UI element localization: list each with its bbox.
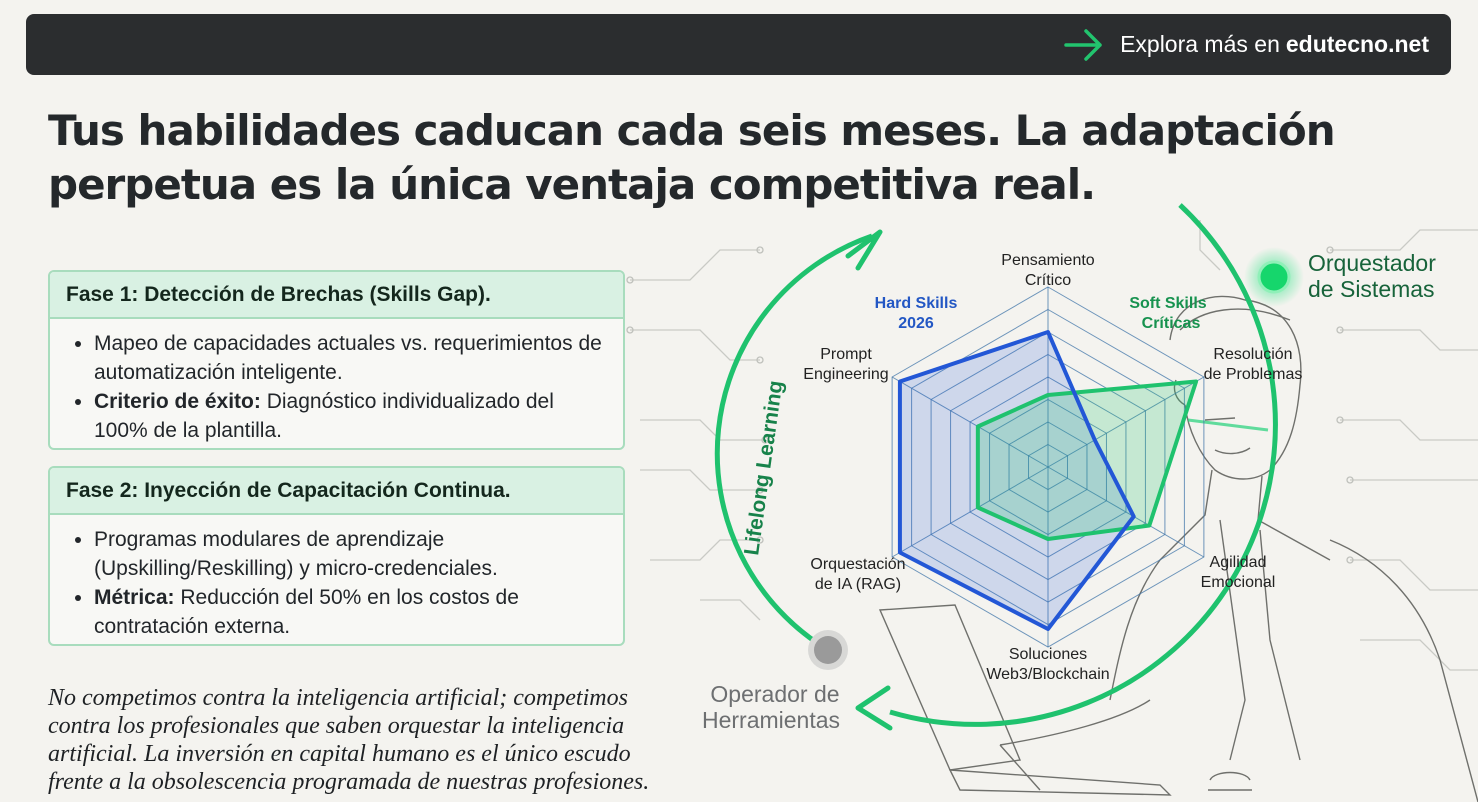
radar-series — [897, 330, 1199, 631]
operator-node — [814, 636, 842, 664]
page-title-part2: ventaja competitiva real. — [525, 160, 1096, 209]
radar-axis-label-line2: de IA (RAG) — [815, 576, 901, 593]
orchestrator-label-line1: Orquestador — [1308, 250, 1436, 276]
phase-2-card: Fase 2: Inyección de Capacitación Contin… — [48, 466, 625, 646]
radar-axis-label-line1: Agilidad — [1210, 554, 1267, 571]
orchestrator-label-line2: de Sistemas — [1308, 276, 1435, 302]
person-illustration — [999, 295, 1478, 802]
list-item-text: Programas modulares de aprendizaje (Upsk… — [94, 528, 498, 580]
list-item: Programas modulares de aprendizaje (Upsk… — [94, 525, 607, 583]
learning-cycle — [714, 203, 1304, 731]
operator-label-line2: Herramientas — [702, 707, 840, 733]
soft-skills-label-line1: Soft Skills — [1129, 295, 1206, 312]
soft-skills-series — [975, 379, 1199, 541]
radar-axis-label-line2: de Problemas — [1204, 366, 1303, 383]
hard-skills-label-line1: Hard Skills — [875, 295, 958, 312]
radar-axis-label-line1: Resolución — [1213, 346, 1292, 363]
closing-quote: No competimos contra la inteligencia art… — [48, 685, 650, 795]
radar-axis-label-line2: Crítico — [1025, 272, 1071, 289]
radar-axis-label-line1: Prompt — [820, 346, 872, 363]
hard-skills-series — [897, 330, 1136, 631]
eye-glow — [1187, 418, 1269, 432]
list-item-text: Reducción del 50% en los costos de contr… — [94, 586, 519, 638]
soft-skills-label-line2: Críticas — [1142, 315, 1201, 332]
explore-link-domain: edutecno.net — [1285, 31, 1429, 57]
phase-1-list: Mapeo de capacidades actuales vs. requer… — [50, 319, 623, 448]
list-item: Criterio de éxito: Diagnóstico individua… — [94, 387, 607, 445]
list-item: Mapeo de capacidades actuales vs. requer… — [94, 329, 607, 387]
explore-link-prefix: Explora más en — [1120, 31, 1280, 57]
radar-axis-label-line1: Pensamiento — [1001, 252, 1094, 269]
outer-arc — [889, 203, 1278, 727]
hard-skills-area — [899, 332, 1134, 629]
radar-spoke — [1047, 466, 1205, 558]
hard-skills-label-line2: 2026 — [898, 315, 934, 332]
radar-axis-label-line1: Soluciones — [1009, 646, 1087, 663]
phase-2-list: Programas modulares de aprendizaje (Upsk… — [50, 515, 623, 644]
page-title-part1: Tus habilidades caducan cada seis meses.… — [48, 106, 1336, 209]
list-item: Métrica: Reducción del 50% en los costos… — [94, 583, 607, 641]
radar-axis-label-line2: Emocional — [1201, 574, 1276, 591]
phase-2-title: Fase 2: Inyección de Capacitación Contin… — [50, 468, 623, 515]
list-item-text: Diagnóstico individualizado del 100% de … — [94, 390, 554, 442]
lifelong-learning-label: Lifelong Learning — [740, 379, 787, 557]
orchestrator-node — [1257, 260, 1291, 294]
radar-spoke — [891, 376, 1049, 468]
radar-axis-label-line2: Engineering — [803, 366, 888, 383]
radar-grid — [891, 286, 1205, 648]
list-item-text: Mapeo de capacidades actuales vs. requer… — [94, 332, 602, 384]
list-item-bold: Criterio de éxito: — [94, 390, 261, 413]
arc-arrowhead-top — [845, 229, 883, 271]
phase-1-title: Fase 1: Detección de Brechas (Skills Gap… — [50, 272, 623, 319]
phase-1-card: Fase 1: Detección de Brechas (Skills Gap… — [48, 270, 625, 450]
lifelong-learning-arc — [714, 233, 873, 653]
radar-spoke — [1047, 376, 1205, 468]
arrow-right-icon — [1064, 28, 1102, 61]
arc-arrowhead-bottom — [855, 685, 893, 731]
laptop-illustration — [878, 604, 1172, 796]
radar-spoke — [891, 466, 1049, 558]
radar-axis-label-line2: Web3/Blockchain — [986, 666, 1109, 683]
list-item-bold: Métrica: — [94, 586, 175, 609]
operator-label-line1: Operador de — [710, 681, 839, 707]
radar-axis-label-line1: Orquestación — [810, 556, 905, 573]
page-title: Tus habilidades caducan cada seis meses.… — [48, 104, 1448, 212]
